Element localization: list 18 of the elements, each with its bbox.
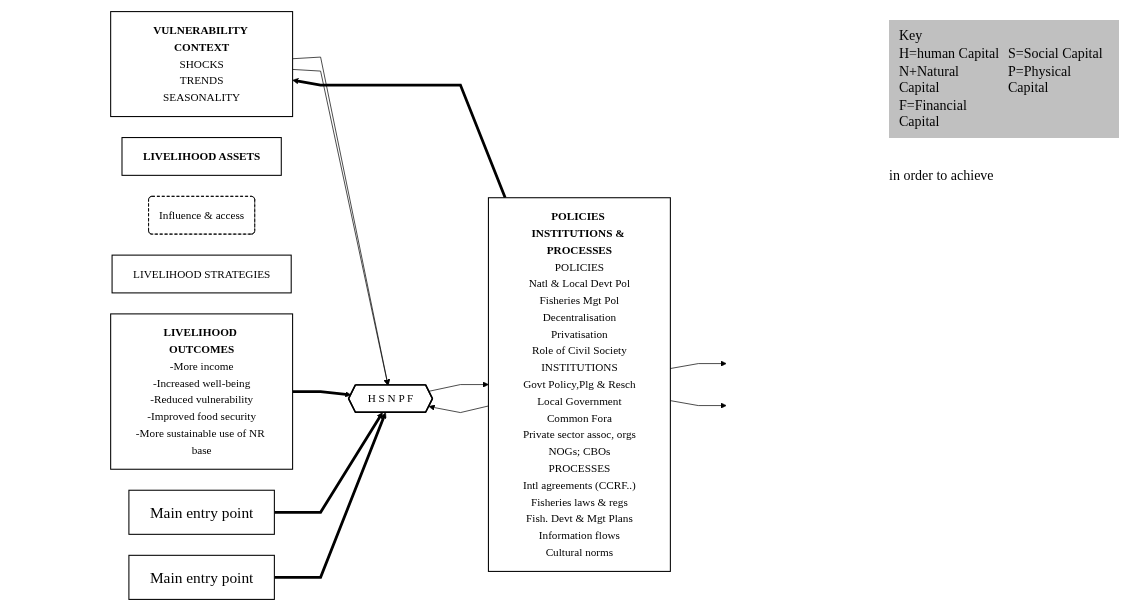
key-entry: S=Social Capital [1008,46,1104,62]
node-box: LIVELIHOOD STRATEGIES [111,254,292,294]
key-entry: P=Physical Capital [1008,64,1073,96]
node-box: Main entry point [128,489,275,535]
node-box: LIVELIHOOD OUTCOMES -More income -Increased well-being -Reduced vulnerability -Improved food security -More sustainable use of NR base [110,313,294,470]
key-entry: H=human Capital [899,46,1000,62]
arrow [274,412,383,514]
key-entry: F=Financial Capital [899,98,968,130]
key-title: Key [899,28,924,44]
node-box: LIVELIHOOD ASSETS [121,137,282,176]
node-box: Main entry point [128,554,275,600]
node-box: POLICIES INSTITUTIONS & PROCESSES POLICIES Natl & Local Devt Pol Fisheries Mgt Pol Decentralisation Privatisation Role of Civil Society INSTITUTIONS Govt Policy,Plg & Resch Local Government Common Fora Private sector assoc, orgs NOGs; CBOs PROCESSES Intl agreements (CCRF..) Fisheries laws & regs Fish. Devt & Mgt Plans Information flows Cultural norms [487,197,671,572]
note-text: in order to achieve [889,168,995,184]
arrow [292,78,507,199]
node-box: VULNERABILITY CONTEXT SHOCKS TRENDS SEASONALITY [110,11,294,118]
arrow [274,412,387,579]
key-entry: N+Natural Capital [899,64,960,96]
arrow [292,390,352,398]
